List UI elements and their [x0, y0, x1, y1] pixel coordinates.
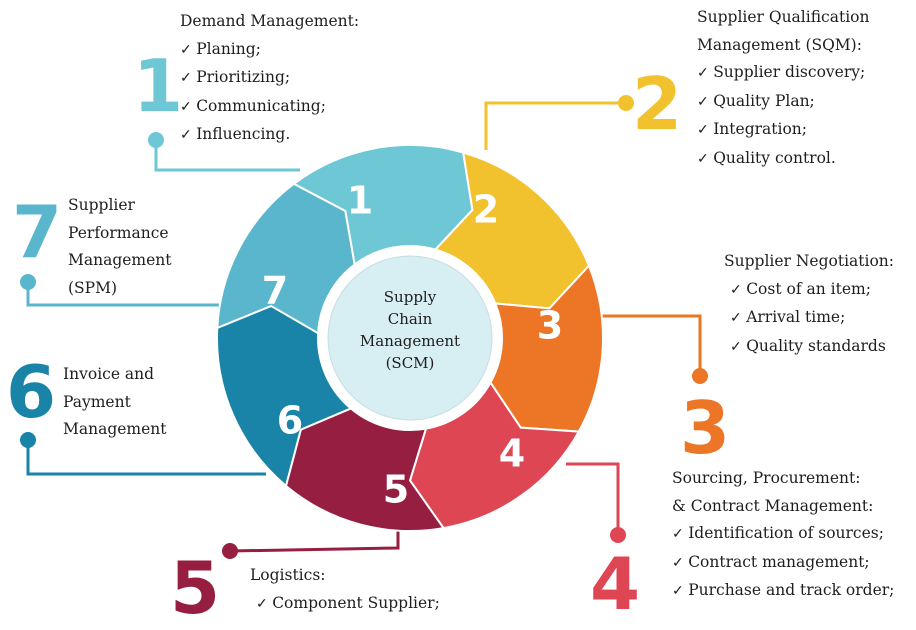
step-3-item: Arrival time; — [724, 304, 894, 333]
step-6-connector-dot — [20, 432, 36, 448]
step-7-title: Performance — [68, 223, 169, 242]
step-2-connector-line — [484, 101, 626, 150]
step-1-segment-number: 1 — [347, 179, 373, 223]
step-1-connector-dot — [148, 132, 164, 148]
center-label-line: (SCM) — [385, 354, 435, 372]
step-7-title: (SPM) — [68, 278, 118, 297]
step-2-item: Quality control. — [697, 145, 869, 174]
step-2-item: Supplier discovery; — [697, 59, 869, 88]
step-4-title: & Contract Management: — [672, 496, 874, 515]
step-4-segment-number: 4 — [499, 432, 525, 476]
step-3-big-number: 3 — [680, 386, 731, 470]
step-1-title: Demand Management: — [180, 12, 360, 30]
step-5-title: Logistics: — [250, 566, 326, 584]
step-5-connector-line — [229, 526, 400, 553]
center-label-line: Management — [359, 332, 461, 350]
step-2-connector-dot — [618, 95, 634, 111]
step-6-title: Payment — [63, 392, 131, 411]
step-3-text-block: Supplier Negotiation: Cost of an item; A… — [724, 248, 894, 361]
step-7-big-number: 7 — [12, 190, 63, 274]
step-2-title: Supplier Qualification — [697, 8, 870, 26]
step-4-item: Identification of sources; — [672, 520, 894, 549]
step-5-item: Component Supplier; — [250, 590, 440, 619]
step-6-title: Invoice and — [63, 365, 155, 383]
center-disc — [327, 255, 493, 421]
step-1-item: Influencing. — [180, 121, 359, 150]
step-2-item: Quality Plan; — [697, 88, 869, 117]
step-2-text-block: Supplier Qualification Management (SQM):… — [697, 4, 869, 173]
step-7-segment-number: 7 — [262, 269, 288, 313]
step-4-item: Purchase and track order; — [672, 577, 894, 606]
step-5-big-number: 5 — [170, 546, 221, 630]
step-2-title: Management (SQM): — [697, 35, 862, 54]
step-6-title: Management — [63, 420, 167, 438]
step-6-big-number: 6 — [6, 350, 57, 434]
center-label: Supply Chain Management (SCM) — [345, 286, 475, 374]
step-3-item: Quality standards — [724, 333, 894, 362]
step-2-segment-number: 2 — [473, 188, 499, 232]
step-7-text-block: Supplier Performance Management (SPM) — [68, 192, 172, 302]
step-1-connector-line — [154, 140, 300, 172]
step-4-title: Sourcing, Procurement: — [672, 469, 861, 487]
step-1-item: Planing; — [180, 36, 359, 65]
step-3-title: Supplier Negotiation: — [724, 252, 895, 270]
step-6-connector-line — [26, 440, 266, 476]
step-3-segment-number: 3 — [537, 304, 563, 348]
step-7-title: Management — [68, 251, 172, 269]
step-4-text-block: Sourcing, Procurement: & Contract Manage… — [672, 465, 894, 606]
step-5-segment-number: 5 — [383, 468, 409, 512]
step-3-connector-line — [594, 314, 702, 374]
step-2-item: Integration; — [697, 116, 869, 145]
step-7-connector-dot — [20, 274, 36, 290]
step-4-item: Contract management; — [672, 549, 894, 578]
step-3-item: Cost of an item; — [724, 276, 894, 305]
step-6-segment-number: 6 — [277, 399, 303, 443]
step-2-big-number: 2 — [632, 62, 683, 146]
step-7-title: Supplier — [68, 196, 135, 214]
step-1-text-block: Demand Management: Planing; Prioritizing… — [180, 8, 359, 150]
center-label-line: Supply — [383, 288, 437, 306]
step-4-big-number: 4 — [590, 542, 641, 626]
center-label-line: Chain — [387, 310, 433, 328]
step-4-connector-dot — [610, 527, 626, 543]
step-4-connector-line — [566, 462, 620, 535]
step-1-big-number: 1 — [133, 44, 184, 128]
step-5-connector-dot — [222, 543, 238, 559]
step-1-item: Communicating; — [180, 93, 359, 122]
scm-cycle-diagram: 1 2 3 4 5 6 7 — [20, 95, 708, 559]
step-5-text-block: Logistics: Component Supplier; — [250, 562, 440, 618]
step-3-connector-dot — [692, 368, 708, 384]
step-6-text-block: Invoice and Payment Management — [63, 361, 167, 444]
step-1-item: Prioritizing; — [180, 64, 359, 93]
